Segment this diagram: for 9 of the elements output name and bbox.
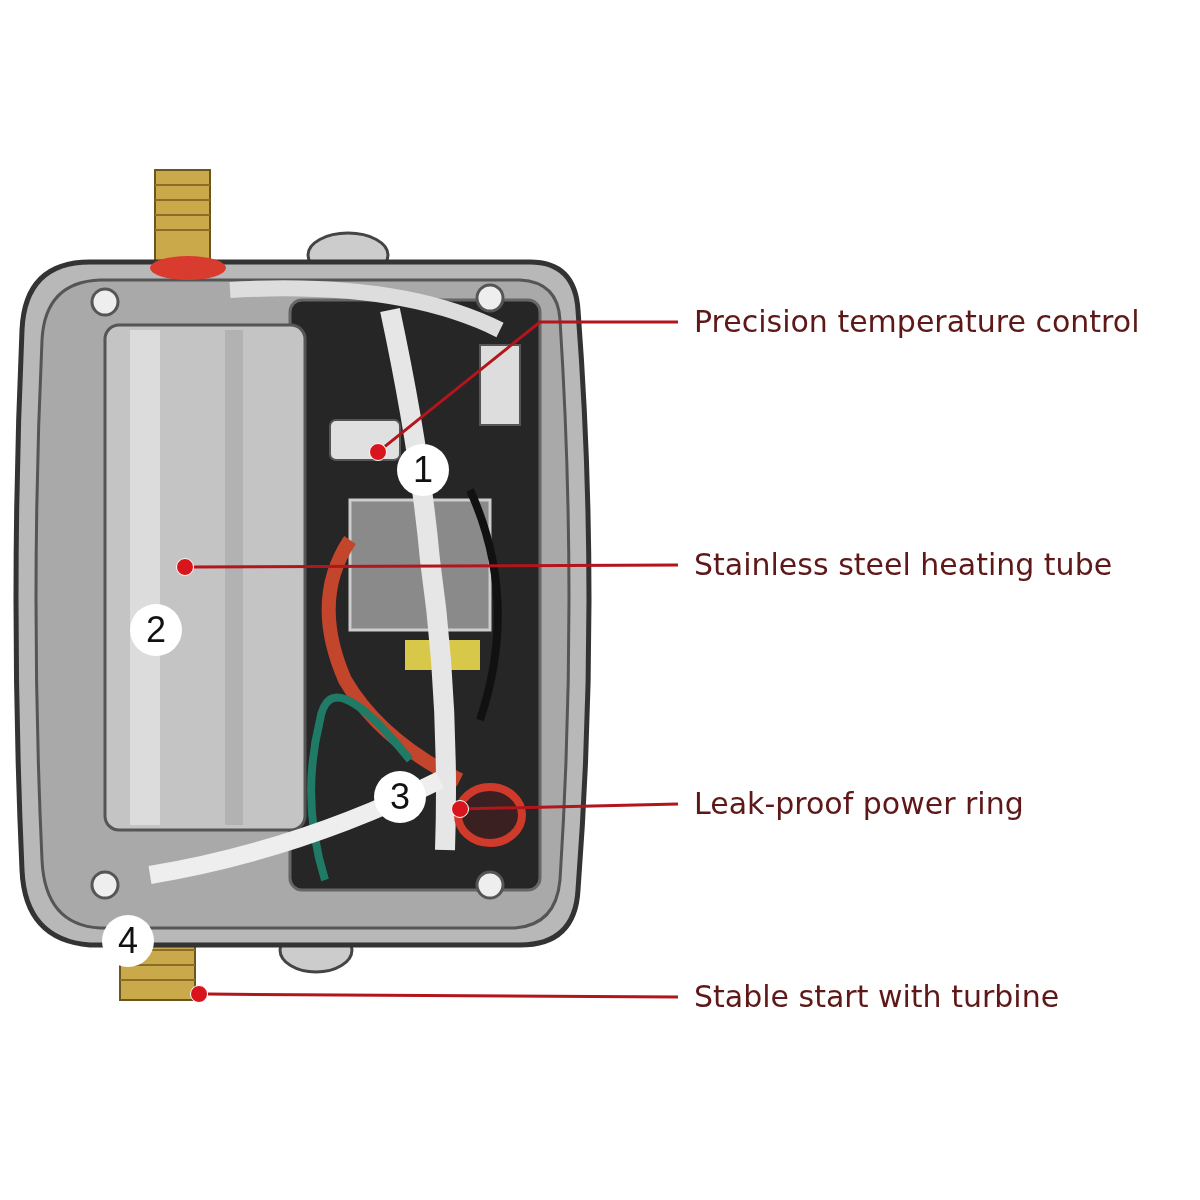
target-dot <box>190 985 208 1003</box>
leader-line <box>384 320 678 448</box>
leader-line <box>468 802 679 811</box>
leader-line <box>208 992 678 999</box>
callout-label: Precision temperature control <box>678 302 1140 342</box>
leader-line <box>194 563 678 569</box>
callout-label: Stainless steel heating tube <box>678 545 1113 585</box>
callout-label: Stable start with turbine <box>678 977 1060 1017</box>
callout-label: Leak-proof power ring <box>678 784 1024 824</box>
